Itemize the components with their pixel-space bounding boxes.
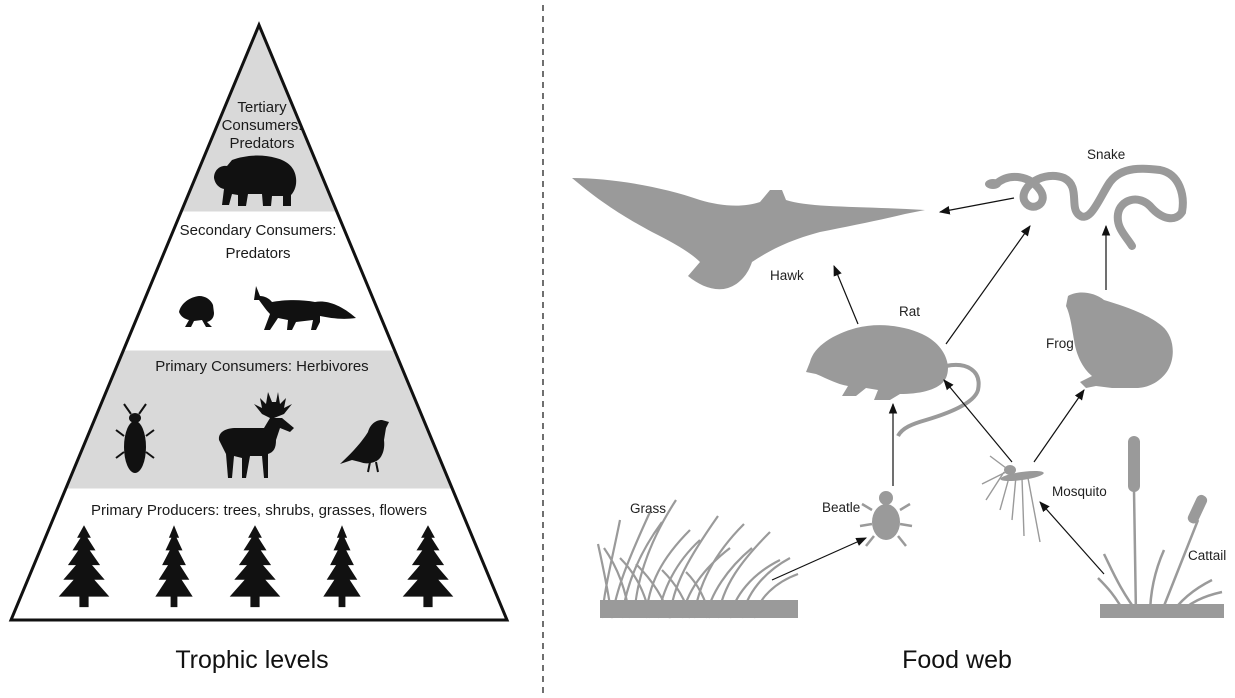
rat-label: Rat [899,304,920,319]
arrow-cattail-to-mosquito [1040,502,1104,574]
cattail-icon [1098,436,1224,618]
grass-label: Grass [630,501,666,516]
arrow-mosquito-to-frog [1034,390,1084,462]
mosquito-label: Mosquito [1052,484,1107,499]
snake-icon [985,169,1183,246]
snake-label: Snake [1087,147,1125,162]
rat-icon [806,325,979,436]
level-producers-label: Primary Producers: trees, shrubs, grasse… [91,502,427,519]
mosquito-icon [982,456,1044,542]
grass-icon [598,500,798,618]
label-line: Consumers: [222,117,303,134]
trophic-levels-caption: Trophic levels [175,646,328,674]
label-line: Predators [229,135,294,152]
label-line: Tertiary [237,99,287,116]
frog-icon [1066,293,1173,388]
hawk-label: Hawk [770,268,804,283]
label-line: Predators [225,245,290,262]
label-line: Secondary Consumers: [180,222,337,239]
arrow-snake-to-hawk [940,198,1014,212]
beatle-label: Beatle [822,500,860,515]
beetle-icon [860,491,912,546]
hawk-icon [572,178,925,289]
cattail-label: Cattail [1188,548,1226,563]
food-web: Hawk Snake Rat Frog Grass Beatle Mosquit… [572,147,1226,674]
frog-label: Frog [1046,336,1074,351]
arrow-rat-to-hawk [834,266,858,324]
food-web-caption: Food web [902,646,1012,674]
level-primary-consumers-label: Primary Consumers: Herbivores [155,358,368,375]
arrow-rat-to-snake [946,226,1030,344]
